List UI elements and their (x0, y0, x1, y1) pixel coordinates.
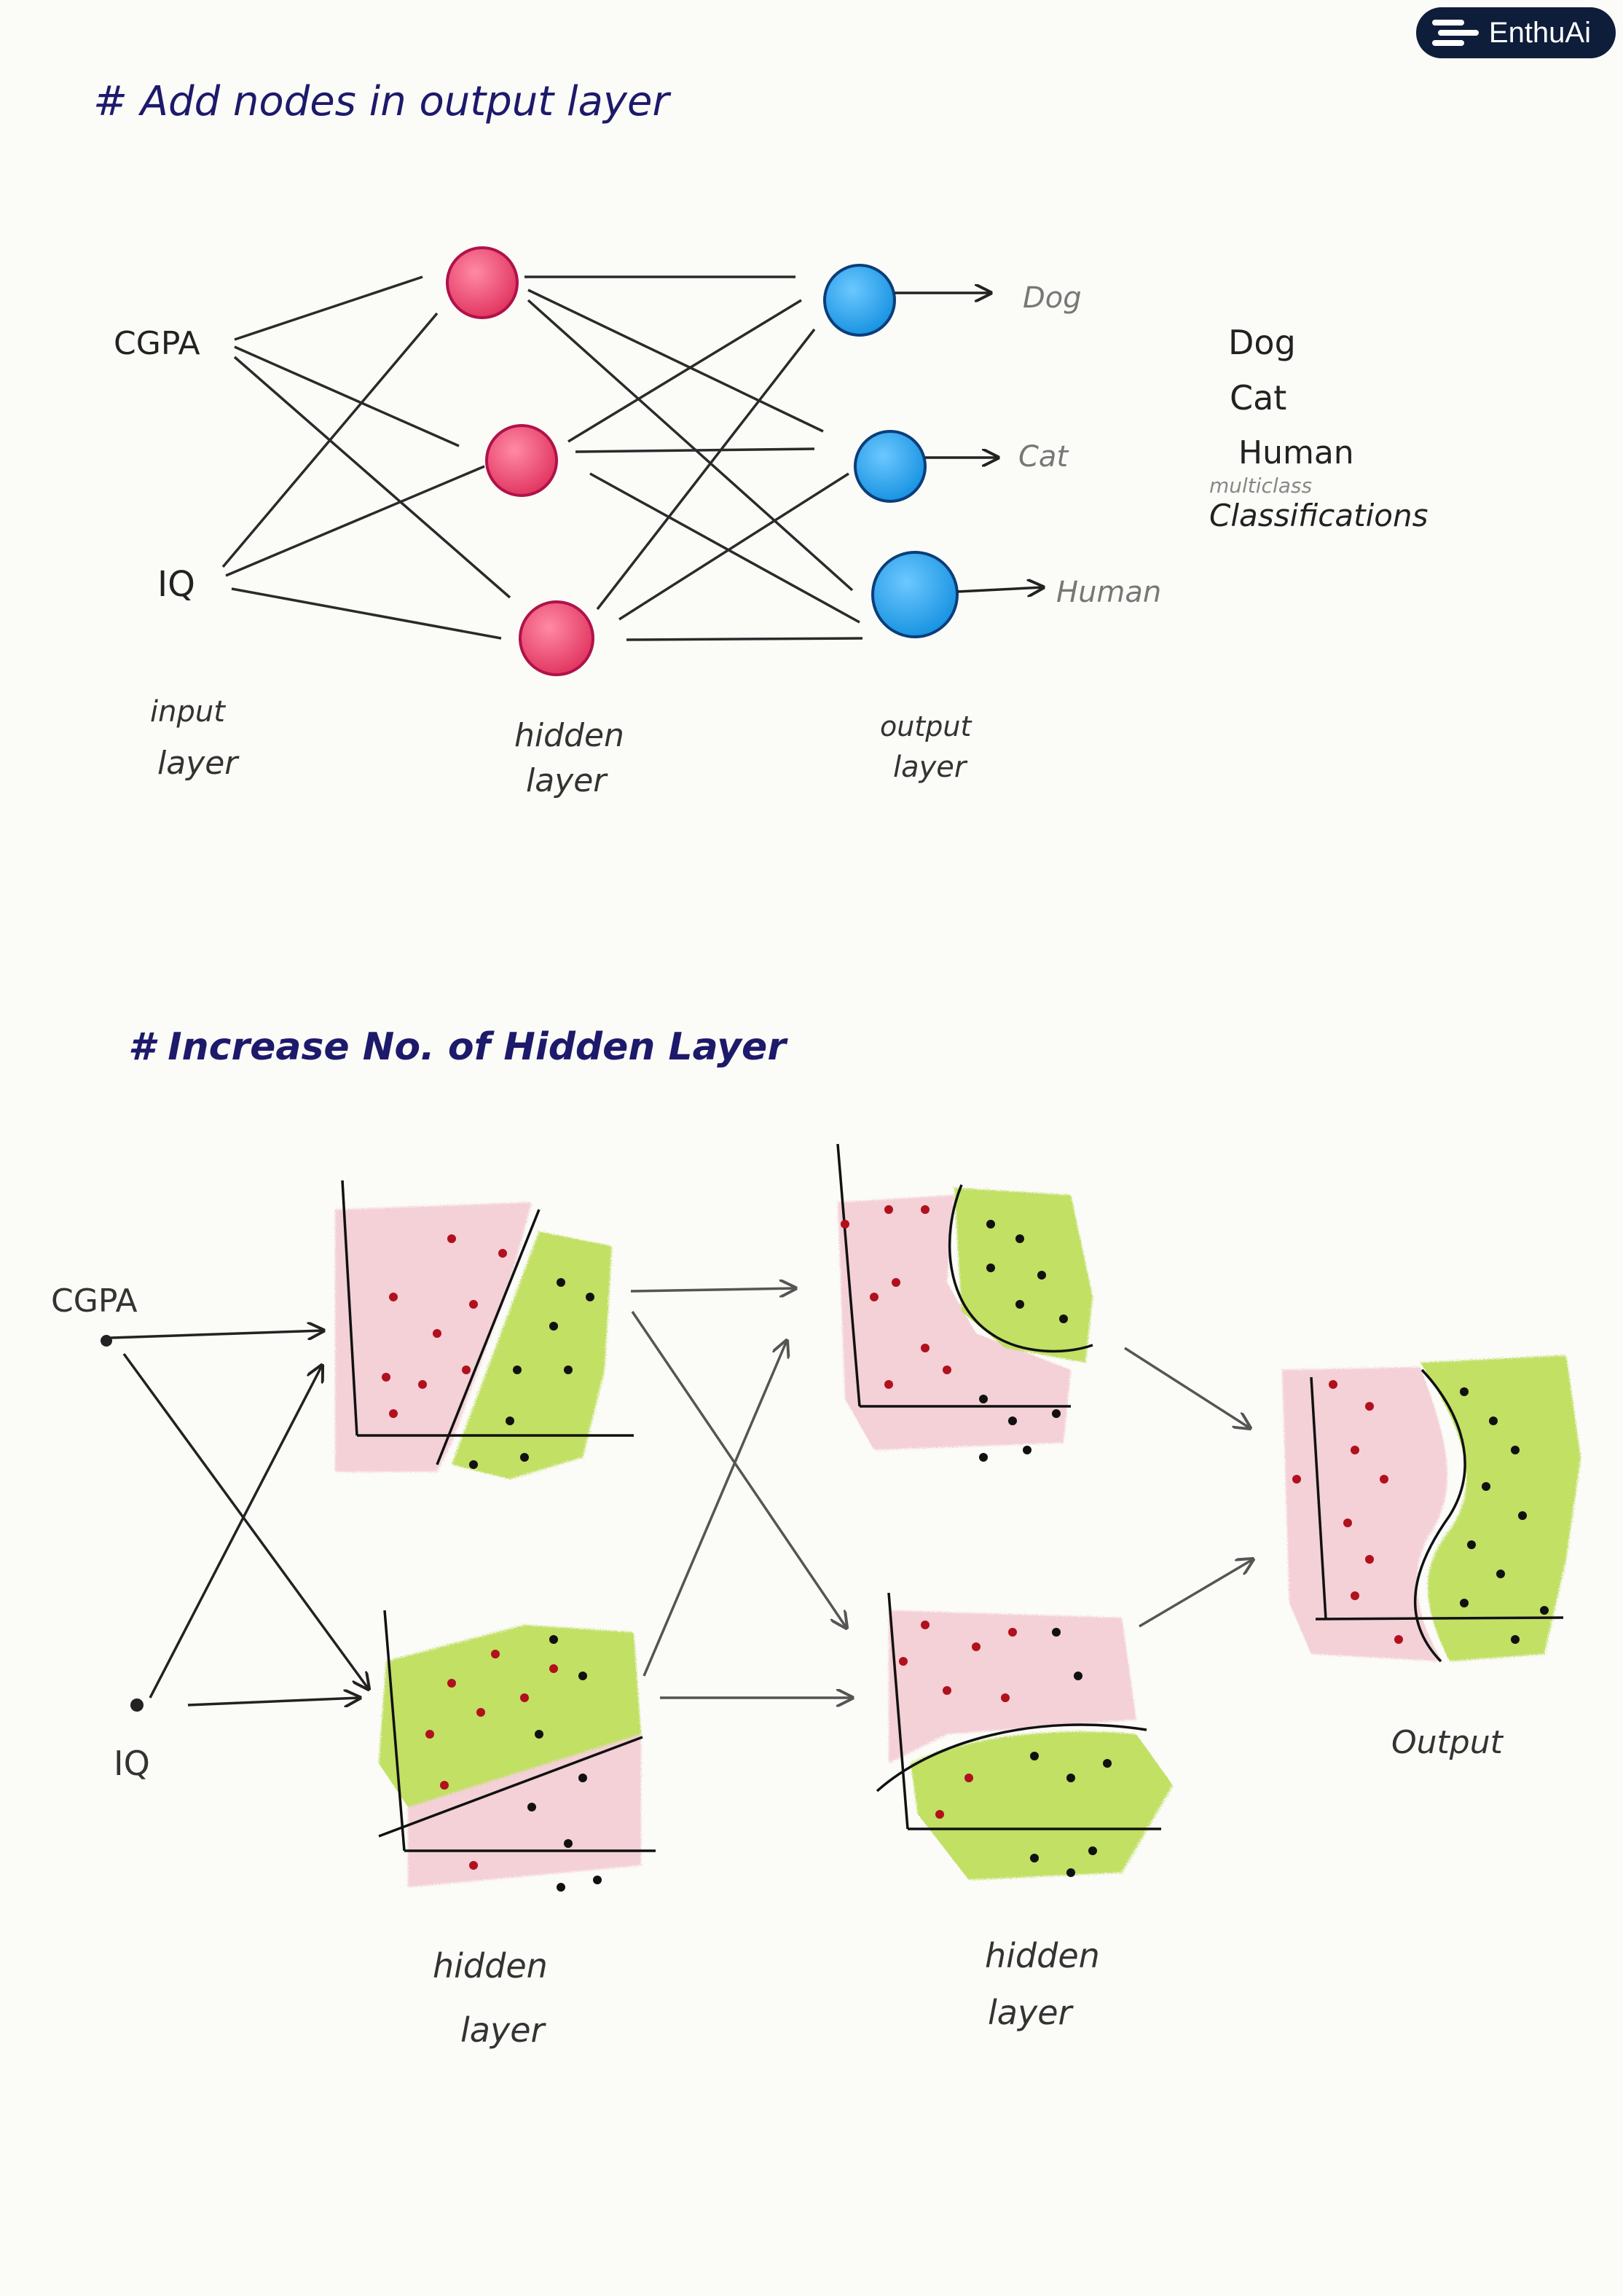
hidden-node (519, 600, 594, 676)
input-layer-label-1: input (150, 695, 226, 729)
hidden-node (446, 246, 519, 319)
output-layer-label-1: output (880, 710, 972, 743)
output-arrow (956, 587, 1043, 592)
input-to-hidden1-arrows (110, 1331, 369, 1705)
note-item-human: Human (1238, 434, 1354, 471)
note-item-dog: Dog (1228, 323, 1296, 362)
section2-heading: # Increase No. of Hidden Layer (128, 1025, 788, 1069)
output-node (871, 551, 959, 638)
output-layer-label-2: layer (893, 751, 968, 784)
brand-name: EnthuAi (1488, 16, 1591, 49)
hidden1-plot-bottom (378, 1610, 656, 1892)
output-plot-label: Output (1391, 1724, 1504, 1761)
hidden1-label-2: layer (460, 2010, 546, 2050)
hidden-output-connections (524, 275, 863, 641)
hidden-layer-label-1: hidden (514, 717, 624, 754)
input-iq: IQ (157, 564, 195, 605)
hidden2-label-1: hidden (985, 1936, 1100, 1975)
note-title: Classifications (1209, 498, 1428, 533)
output-nodes (823, 264, 959, 638)
output-plot (1282, 1355, 1581, 1663)
input-layer-label-2: layer (157, 745, 240, 782)
hidden1-to-hidden2-arrows (630, 1288, 852, 1698)
hidden2-label-2: layer (988, 1993, 1074, 2032)
note-multiclass: multiclass (1209, 474, 1312, 498)
input-cgpa: CGPA (114, 325, 200, 362)
input2-cgpa-dot (101, 1335, 112, 1347)
hidden1-label-1: hidden (433, 1946, 548, 1986)
hidden-layer-label-2: layer (526, 762, 608, 799)
output-label-dog: Dog (1023, 281, 1082, 315)
hidden2-plot-top (836, 1143, 1093, 1462)
enthuai-logo-icon (1431, 20, 1479, 46)
input2-iq-dot (130, 1699, 144, 1712)
output-label-cat: Cat (1018, 440, 1069, 474)
hidden2-plot-bottom (876, 1592, 1173, 1880)
section1-heading: # Add nodes in output layer (93, 78, 671, 125)
classification-note: Dog Cat Human multiclass Classifications (1209, 323, 1428, 533)
hidden-node (485, 424, 558, 497)
output-label-human: Human (1056, 576, 1161, 609)
note-item-cat: Cat (1230, 378, 1286, 418)
enthuai-badge[interactable]: EnthuAi (1415, 7, 1616, 58)
output-node (854, 430, 927, 503)
hidden2-to-output-arrows (1124, 1347, 1253, 1628)
input2-iq: IQ (114, 1744, 150, 1783)
input2-cgpa: CGPA (51, 1282, 138, 1320)
input-hidden-connections (221, 275, 511, 640)
output-node (823, 264, 896, 337)
hidden1-plot-top (335, 1180, 634, 1479)
output-arrows (895, 293, 1043, 592)
hidden-nodes (446, 246, 594, 676)
